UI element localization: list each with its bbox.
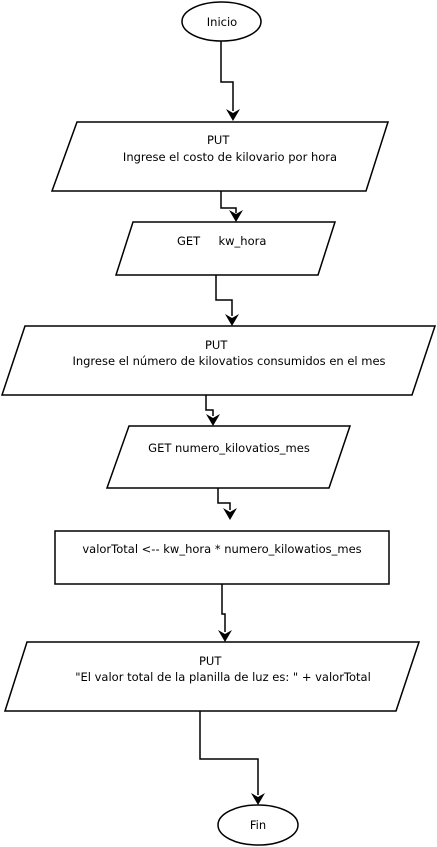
- step-6-line-1: PUT: [199, 654, 222, 668]
- output-node-kilovatios: PUT Ingrese el número de kilovatios cons…: [0, 325, 437, 396]
- arrowhead: [229, 210, 243, 222]
- step-1-line-1: PUT: [207, 133, 230, 147]
- step-3-line-2: Ingrese el número de kilovatios consumid…: [72, 354, 385, 368]
- start-label: Inicio: [207, 15, 237, 29]
- svg-text:GET numero_kilovatios_mes: GET numero_kilovatios_mes: [148, 441, 310, 455]
- output-node-costo: PUT Ingrese el costo de kilovario por ho…: [50, 121, 390, 192]
- end-label: Fin: [250, 818, 266, 832]
- connector-put-costo-to-get-kw: [220, 191, 237, 213]
- connector-inicio-to-put-costo: [220, 41, 234, 111]
- svg-text:valorTotal <-- kw_hora * numer: valorTotal <-- kw_hora * numero_kilowati…: [82, 542, 361, 556]
- output-node-valor-total: PUT "El valor total de la planilla de lu…: [3, 641, 421, 712]
- step-5-line-1: valorTotal <-- kw_hora * numero_kilowati…: [82, 542, 361, 556]
- svg-text:PUT Ingrese el número de: PUT Ingrese el número de kilovatios cons…: [72, 338, 385, 368]
- arrowhead: [218, 630, 232, 642]
- step-6-line-2: "El valor total de la planilla de luz es…: [75, 670, 371, 684]
- step-2-line-1: GET kw_hora: [177, 234, 266, 248]
- connector-get-numero-to-process: [217, 488, 231, 510]
- end-node: Fin: [217, 804, 299, 846]
- arrowhead: [225, 314, 239, 326]
- arrowhead: [251, 793, 265, 805]
- svg-text:GET kw_hora: GET kw_hora: [0, 0, 285, 248]
- arrowhead: [223, 508, 237, 520]
- svg-text:PUT "El valor total de l: PUT "El valor total de la planilla de lu…: [75, 654, 371, 684]
- connector-put-valor-to-fin: [199, 711, 259, 795]
- step-3-line-1: PUT: [205, 338, 228, 352]
- connectors: [199, 41, 265, 805]
- arrowhead: [226, 109, 240, 121]
- start-node: Inicio: [181, 1, 262, 42]
- input-node-numero-kilovatios: GET numero_kilovatios_mes: [105, 425, 352, 489]
- connector-process-to-put-valor: [221, 584, 226, 632]
- arrowhead: [206, 414, 220, 426]
- svg-text:PUT Ingrese el costo de: PUT Ingrese el costo de kilovario por ho…: [123, 133, 337, 164]
- step-4-line-1: GET numero_kilovatios_mes: [148, 441, 310, 455]
- process-node-valor-total: valorTotal <-- kw_hora * numero_kilowati…: [54, 530, 390, 585]
- connector-put-kilovatios-to-get-numero: [205, 395, 214, 416]
- connector-get-kw-to-put-kilovatios: [215, 275, 233, 316]
- step-1-line-2: Ingrese el costo de kilovario por hora: [123, 150, 337, 164]
- input-node-kw-hora: GET kw_hora: [0, 0, 337, 276]
